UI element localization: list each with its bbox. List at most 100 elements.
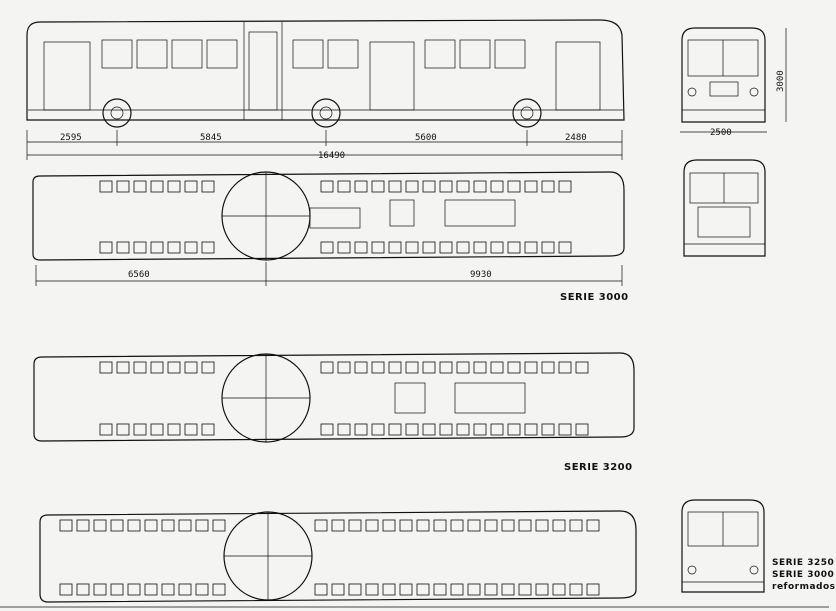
seat-outline (575, 361, 589, 374)
seat-outline (110, 583, 124, 596)
seat-outline (422, 241, 436, 254)
seat-outline (150, 423, 164, 436)
seat-outline (456, 180, 470, 193)
seat-outline (331, 583, 345, 596)
seat-outline (524, 423, 538, 436)
seat-outline (371, 241, 385, 254)
dim-3000: 3000 (776, 70, 786, 92)
seat-outline (439, 241, 453, 254)
seat-outline (569, 583, 583, 596)
seat-outline (535, 519, 549, 532)
seat-outline (586, 583, 600, 596)
seat-outline (365, 583, 379, 596)
seat-outline (337, 241, 351, 254)
dim-5845: 5845 (200, 133, 222, 143)
seat-outline (552, 519, 566, 532)
seat-outline (331, 519, 345, 532)
seat-outline (116, 241, 130, 254)
label-reformados: reformados (772, 582, 836, 592)
seat-outline (337, 180, 351, 193)
seat-outline (484, 519, 498, 532)
seat-outline (524, 361, 538, 374)
seat-outline (382, 519, 396, 532)
seat-outline (450, 519, 464, 532)
seat-outline (371, 361, 385, 374)
seat-row-3200 (99, 361, 589, 436)
seat-outline (116, 423, 130, 436)
seat-outline (507, 180, 521, 193)
seat-outline (388, 361, 402, 374)
seat-outline (586, 519, 600, 532)
seat-outline (133, 361, 147, 374)
seat-outline (473, 241, 487, 254)
seat-row-reformados (59, 519, 600, 596)
seat-outline (422, 361, 436, 374)
seat-outline (507, 423, 521, 436)
seat-outline (507, 241, 521, 254)
seat-outline (99, 180, 113, 193)
seat-outline (405, 180, 419, 193)
seat-outline (314, 583, 328, 596)
seat-outline (399, 519, 413, 532)
plan-3000-dimension-lines: 6560 9930 (35, 262, 623, 286)
dim-16490: 16490 (318, 151, 345, 161)
seat-outline (178, 519, 192, 532)
seat-outline (127, 519, 141, 532)
dim-2500: 2500 (710, 128, 732, 138)
seat-outline (337, 361, 351, 374)
seat-outline (59, 583, 73, 596)
label-serie-3250: SERIE 3250 (772, 558, 835, 568)
seat-outline (575, 423, 589, 436)
seat-outline (490, 241, 504, 254)
seat-outline (320, 423, 334, 436)
seat-outline (354, 180, 368, 193)
seat-outline (167, 241, 181, 254)
seat-outline (405, 423, 419, 436)
seat-outline (541, 241, 555, 254)
seat-outline (507, 361, 521, 374)
seat-outline (422, 180, 436, 193)
seat-outline (388, 241, 402, 254)
seat-outline (354, 423, 368, 436)
seat-outline (150, 180, 164, 193)
seat-outline (456, 241, 470, 254)
seat-outline (133, 241, 147, 254)
seat-outline (490, 423, 504, 436)
seat-row-3000 (99, 180, 572, 254)
dim-2595: 2595 (60, 133, 82, 143)
seat-outline (388, 423, 402, 436)
seat-outline (416, 519, 430, 532)
seat-outline (558, 241, 572, 254)
seat-outline (371, 180, 385, 193)
floor-plan-3000 (32, 171, 625, 261)
floor-plan-3200 (33, 352, 635, 443)
seat-outline (473, 361, 487, 374)
seat-outline (518, 583, 532, 596)
dim-5600: 5600 (415, 133, 437, 143)
seat-outline (99, 241, 113, 254)
seat-outline (524, 241, 538, 254)
seat-outline (201, 361, 215, 374)
seat-outline (365, 519, 379, 532)
seat-outline (484, 583, 498, 596)
label-serie-3200: SERIE 3200 (564, 462, 633, 473)
seat-outline (371, 423, 385, 436)
seat-outline (467, 519, 481, 532)
seat-outline (144, 519, 158, 532)
seat-outline (490, 361, 504, 374)
seat-outline (473, 423, 487, 436)
seat-outline (541, 180, 555, 193)
seat-outline (405, 241, 419, 254)
seat-outline (541, 423, 555, 436)
seat-outline (456, 423, 470, 436)
seat-outline (405, 361, 419, 374)
seat-outline (184, 180, 198, 193)
seat-outline (439, 361, 453, 374)
seat-outline (501, 519, 515, 532)
dim-6560: 6560 (128, 270, 150, 280)
seat-outline (133, 180, 147, 193)
seat-outline (433, 583, 447, 596)
seat-outline (178, 583, 192, 596)
seat-outline (348, 519, 362, 532)
